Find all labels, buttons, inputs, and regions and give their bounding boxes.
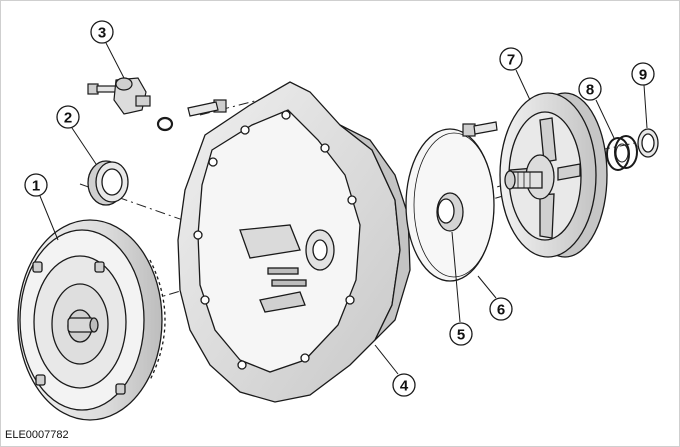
callout-6-label: 6 [497, 302, 505, 319]
callout-4: 4 [392, 373, 416, 397]
callout-8: 8 [578, 77, 602, 101]
callout-8-label: 8 [586, 82, 594, 99]
callout-9: 9 [631, 62, 655, 86]
speed-sensor [87, 77, 174, 132]
pump-seal [436, 192, 464, 232]
leader-lines [39, 42, 648, 375]
thrust-washer [637, 128, 659, 158]
converter-housing [177, 81, 411, 403]
callout-1-label: 1 [32, 178, 40, 195]
callout-9-label: 9 [639, 67, 647, 84]
pump-bolt [462, 121, 498, 137]
callout-2: 2 [56, 105, 80, 129]
callout-6: 6 [489, 297, 513, 321]
callout-1: 1 [24, 173, 48, 197]
callout-3: 3 [90, 20, 114, 44]
callout-3-label: 3 [98, 25, 106, 42]
housing-bolt-left [187, 99, 227, 117]
callout-5: 5 [449, 322, 473, 346]
callout-7-label: 7 [507, 52, 515, 69]
callout-4-label: 4 [400, 378, 409, 395]
oil-pump [499, 92, 608, 258]
sealing-rings [606, 135, 638, 171]
callout-5-label: 5 [457, 327, 465, 344]
callout-7: 7 [499, 47, 523, 71]
front-seal [87, 160, 129, 206]
torque-converter [17, 219, 166, 421]
callout-2-label: 2 [64, 110, 72, 127]
reference-code: ELE0007782 [5, 429, 69, 441]
